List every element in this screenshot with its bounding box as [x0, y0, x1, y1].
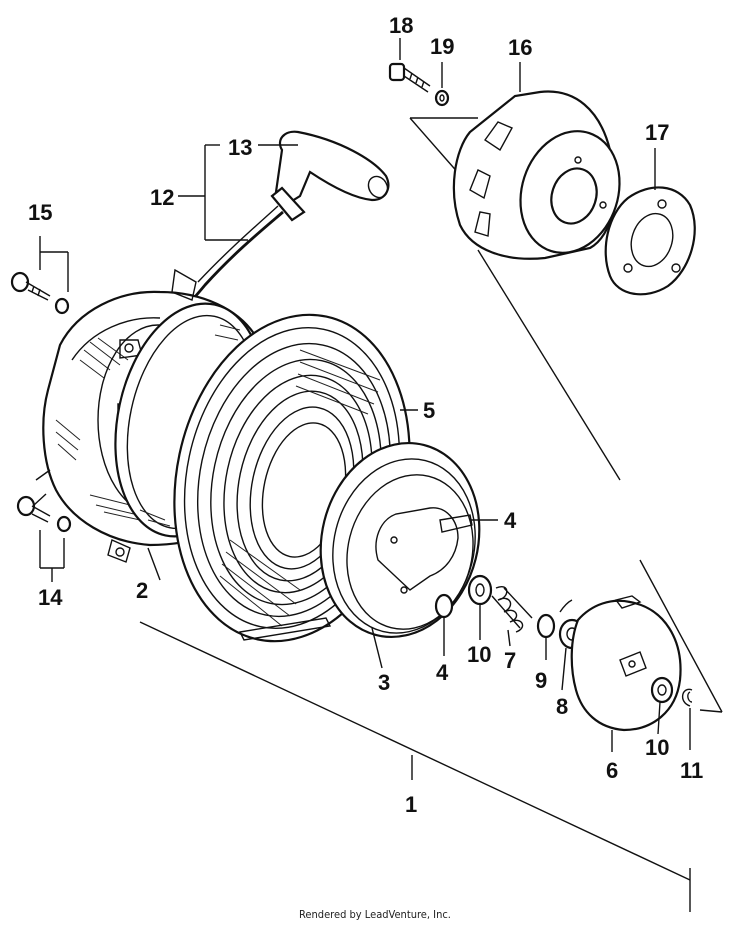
- callout-1: 1: [405, 792, 417, 817]
- callout-6: 6: [606, 758, 618, 783]
- handle-13: [270, 130, 390, 222]
- plate-17: [604, 186, 696, 296]
- callout-4a: 4: [504, 508, 517, 533]
- assembly-bracket: [139, 621, 691, 912]
- callout-14: 14: [38, 585, 63, 610]
- screw-15: [10, 271, 70, 315]
- callout-2: 2: [136, 578, 148, 603]
- callout-8: 8: [556, 694, 568, 719]
- pulley-cup-16: [452, 90, 621, 260]
- callout-5: 5: [423, 398, 435, 423]
- spring-7: [491, 586, 533, 633]
- callout-13: 13: [228, 135, 252, 160]
- washer-19: [434, 89, 450, 107]
- washer-10-left: [467, 574, 493, 606]
- cover-plate-6: [570, 595, 682, 732]
- callout-17: 17: [645, 120, 669, 145]
- callout-15: 15: [28, 200, 52, 225]
- callout-labels: 18 19 16 17 13 12 15 5 4 2 14 10 7 9 3 4…: [28, 13, 703, 817]
- ring-9: [536, 599, 573, 639]
- alignment-lines: [409, 117, 723, 713]
- reel-3: [319, 441, 481, 639]
- callout-11: 11: [680, 758, 703, 783]
- callout-10a: 10: [467, 642, 491, 667]
- callout-18: 18: [389, 13, 413, 38]
- callout-10b: 10: [645, 735, 669, 760]
- callout-3: 3: [378, 670, 390, 695]
- rope-12: [184, 205, 284, 309]
- leader-lines: [39, 38, 691, 752]
- screw-14: [16, 495, 72, 533]
- clip-11: [682, 688, 693, 707]
- washer-4: [434, 593, 454, 619]
- bolt-18: [388, 62, 431, 93]
- callout-19: 19: [430, 34, 454, 59]
- footer-credit: Rendered by LeadVenture, Inc.: [299, 908, 451, 921]
- callout-4b: 4: [436, 660, 449, 685]
- callout-12: 12: [150, 185, 174, 210]
- washer-10-right: [650, 676, 674, 704]
- callout-7: 7: [504, 648, 516, 673]
- callout-9: 9: [535, 668, 547, 693]
- callout-16: 16: [508, 35, 532, 60]
